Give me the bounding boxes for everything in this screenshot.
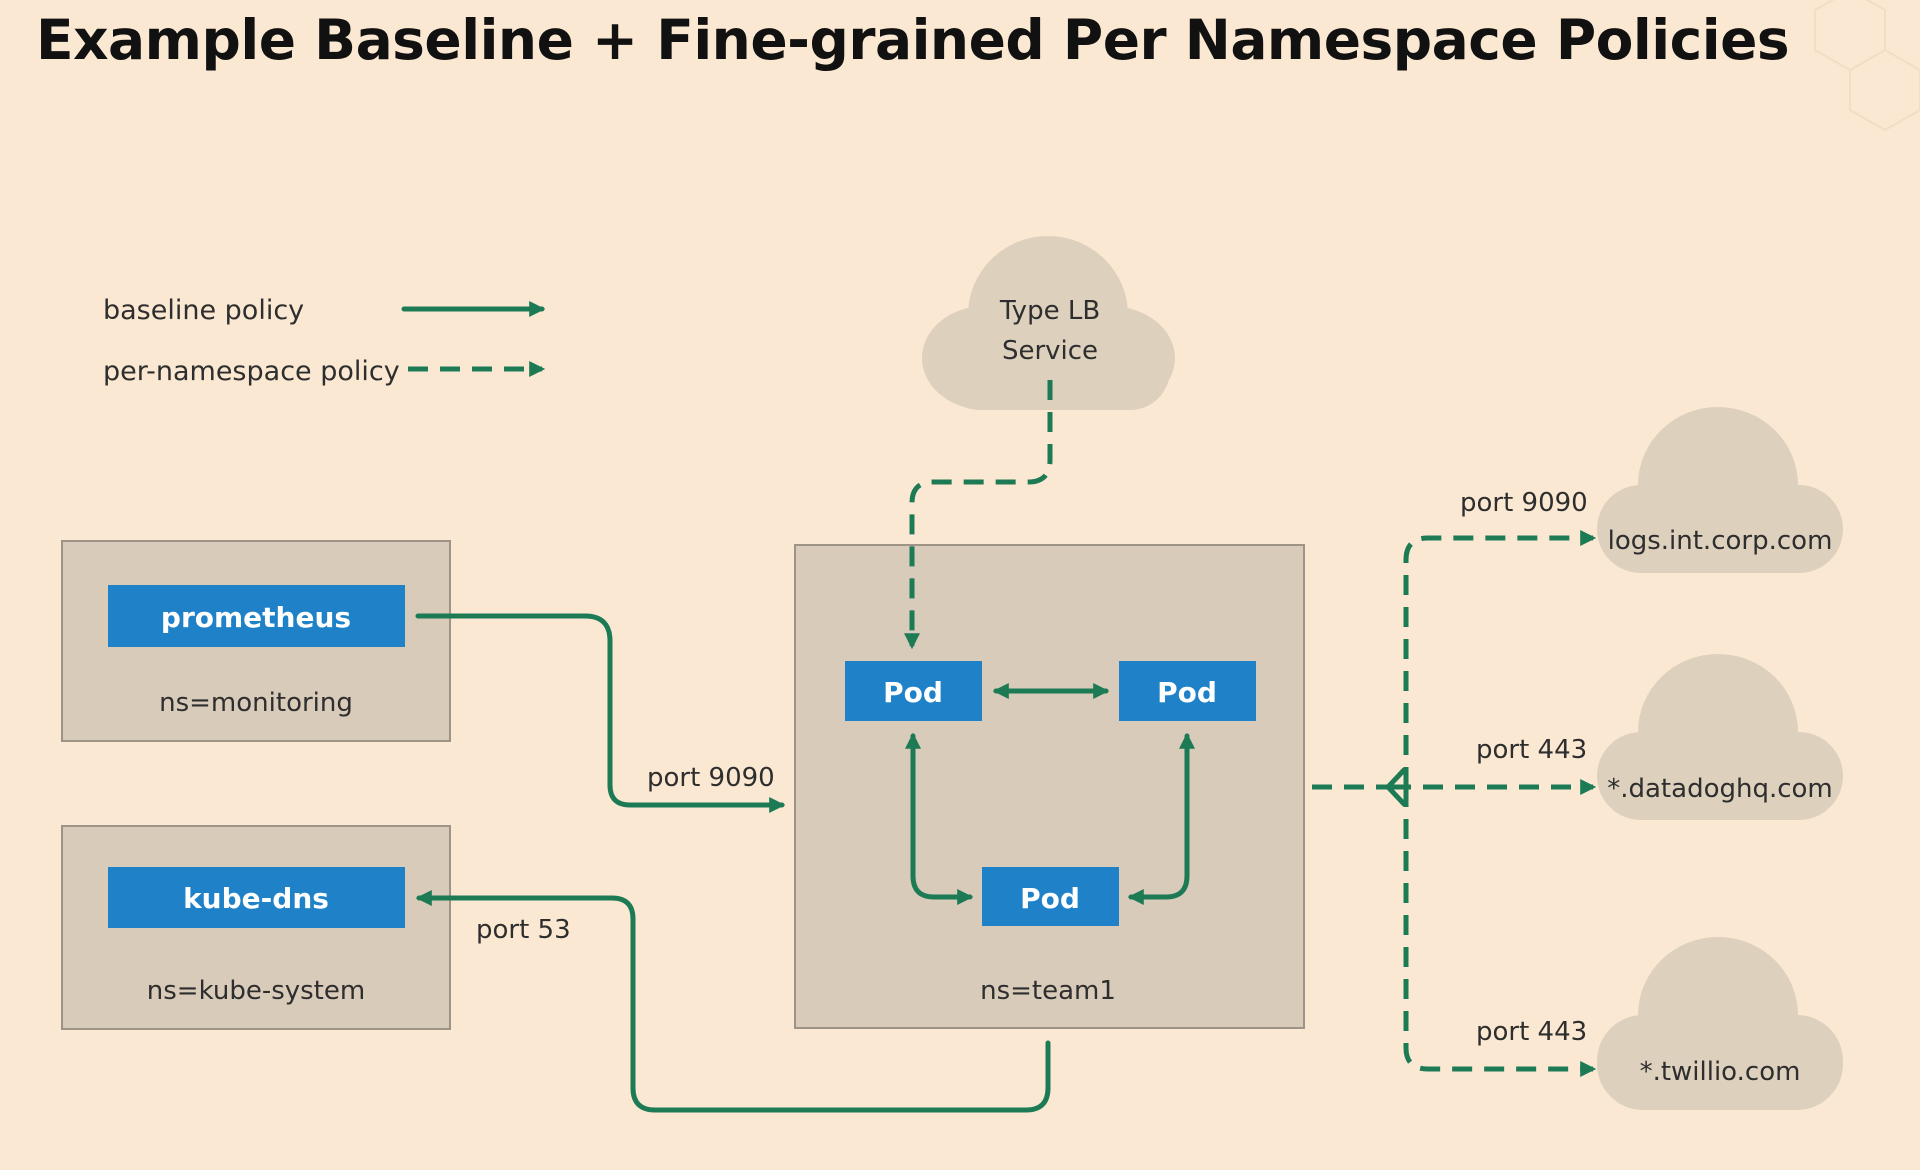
pod-bottom-label: Pod: [1020, 882, 1080, 915]
prometheus-label: prometheus: [161, 601, 351, 634]
port-team1-to-dns: port 53: [476, 915, 571, 945]
cloud-lb-service: Type LB Service: [922, 236, 1175, 410]
cloud-lb-line2: Service: [1002, 336, 1098, 366]
arrow-team1-to-kube-dns: [415, 889, 1051, 1113]
port-to-twilio: port 443: [1476, 1017, 1587, 1047]
port-to-datadog: port 443: [1476, 735, 1587, 765]
namespace-team1-label: ns=team1: [980, 976, 1116, 1006]
pod-right-label: Pod: [1157, 676, 1217, 709]
cloud-logs: logs.int.corp.com: [1597, 407, 1843, 573]
pod-left: Pod: [845, 661, 982, 721]
cloud-twilio-label: *.twillio.com: [1640, 1057, 1801, 1087]
pod-bottom: Pod: [982, 867, 1119, 926]
prometheus-node: prometheus: [108, 585, 405, 647]
namespace-monitoring-label: ns=monitoring: [159, 688, 353, 718]
port-prometheus-to-team1: port 9090: [647, 763, 775, 793]
pod-left-label: Pod: [883, 676, 943, 709]
arrow-to-twilio: [1403, 787, 1597, 1078]
arrow-prometheus-to-team1: [415, 613, 786, 814]
arrow-pod-left-pod-bottom: [904, 732, 974, 906]
kube-dns-label: kube-dns: [183, 882, 329, 915]
arrow-pod-right-pod-bottom: [1127, 732, 1196, 906]
kube-dns-node: kube-dns: [108, 867, 405, 928]
legend: baseline policy per-namespace policy: [103, 295, 546, 387]
port-to-logs: port 9090: [1460, 488, 1588, 518]
arrow-lb-to-pod: [903, 380, 1053, 650]
namespace-team1-box: [794, 544, 1305, 1029]
cloud-datadog-label: *.datadoghq.com: [1607, 774, 1833, 804]
slide-title: Example Baseline + Fine-grained Per Name…: [36, 8, 1790, 72]
cloud-lb-line1: Type LB: [999, 296, 1100, 326]
namespace-kube-system-label: ns=kube-system: [147, 976, 365, 1006]
cloud-logs-label: logs.int.corp.com: [1608, 526, 1833, 556]
legend-per-namespace-label: per-namespace policy: [103, 356, 400, 387]
cloud-twilio: *.twillio.com: [1597, 937, 1843, 1110]
legend-baseline-label: baseline policy: [103, 295, 304, 326]
pod-right: Pod: [1119, 661, 1256, 721]
hexagon-decoration: [1814, 0, 1920, 132]
arrow-to-logs: [1403, 529, 1597, 787]
egress-junction-chevron: [1385, 767, 1407, 807]
cloud-datadog: *.datadoghq.com: [1597, 654, 1843, 820]
